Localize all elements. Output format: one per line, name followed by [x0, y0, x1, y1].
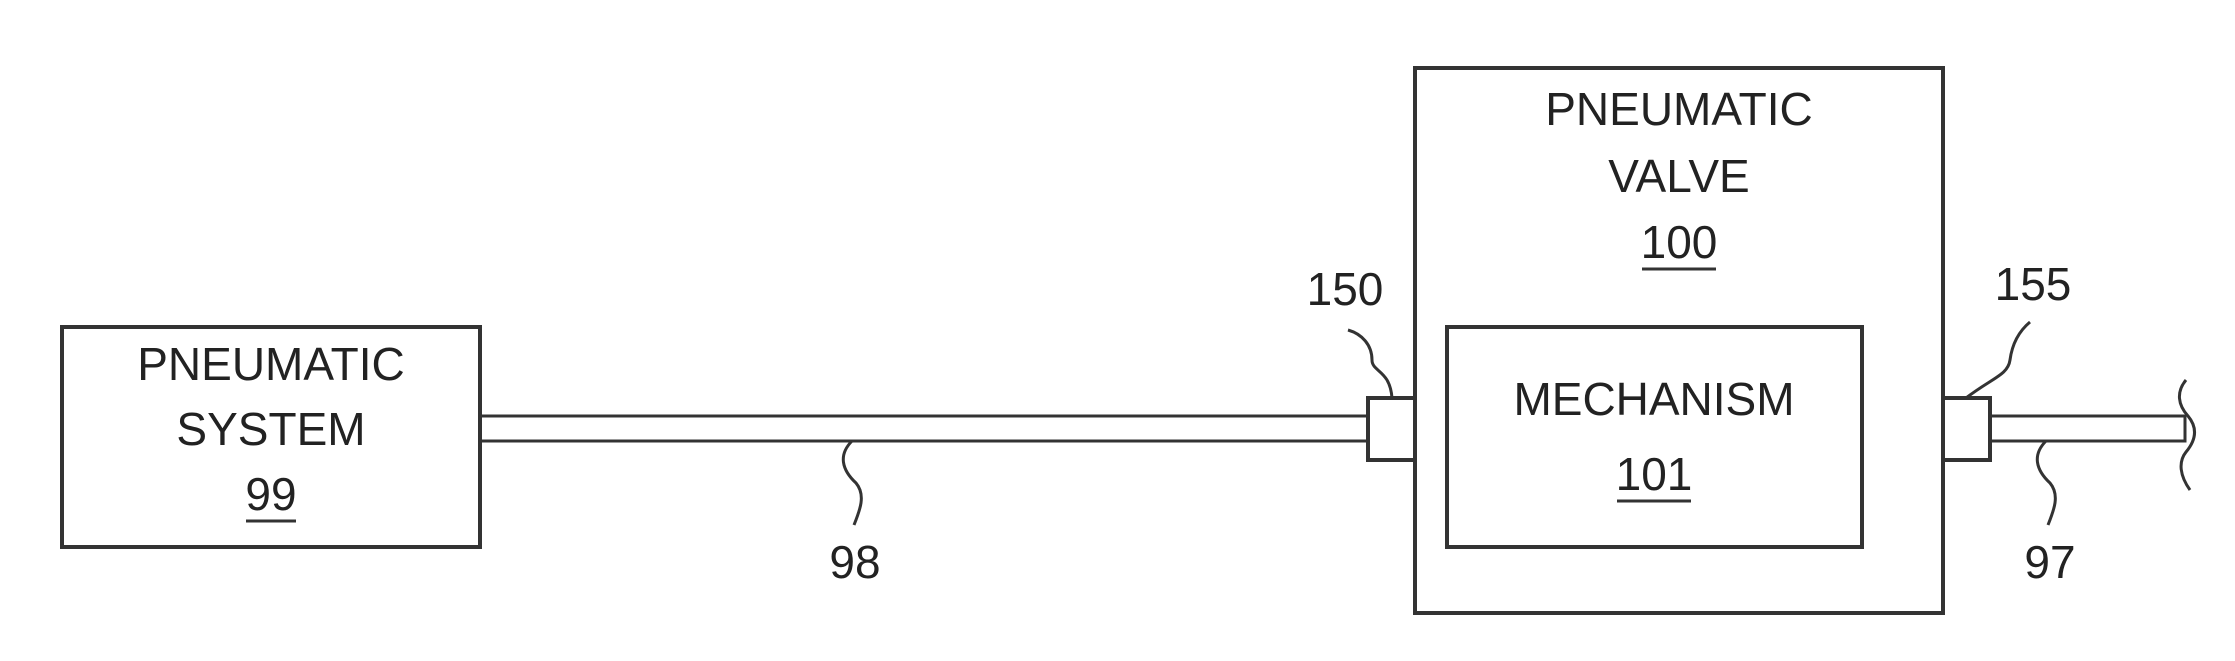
inlet-line-leader: [843, 441, 861, 525]
inlet-line-ref: 98: [829, 536, 880, 588]
outlet-pipe: [1990, 416, 2185, 441]
inlet-port: [1368, 398, 1415, 460]
pneumatic-valve-label-line2: VALVE: [1608, 150, 1749, 202]
mechanism-block: MECHANISM 101: [1447, 327, 1862, 547]
pipe-break-mark: [2179, 380, 2194, 490]
outlet-port-155: 155: [1943, 258, 2071, 460]
outlet-line-ref: 97: [2024, 536, 2075, 588]
inlet-line-98: 98: [480, 416, 1368, 588]
inlet-port-leader: [1348, 330, 1392, 398]
pneumatic-system-ref: 99: [245, 468, 296, 520]
mechanism-ref: 101: [1616, 448, 1693, 500]
outlet-line-97: 97: [1990, 380, 2195, 588]
mechanism-box: [1447, 327, 1862, 547]
inlet-pipe: [480, 416, 1368, 441]
outlet-port: [1943, 398, 1990, 460]
outlet-port-ref: 155: [1995, 258, 2072, 310]
pneumatic-valve-ref: 100: [1641, 216, 1718, 268]
pneumatic-valve-label-line1: PNEUMATIC: [1545, 83, 1813, 135]
pneumatic-system-label-line1: PNEUMATIC: [137, 338, 405, 390]
outlet-port-leader: [1966, 322, 2030, 398]
pneumatic-system-label-line2: SYSTEM: [176, 403, 365, 455]
pneumatic-system-block: PNEUMATIC SYSTEM 99: [62, 327, 480, 547]
pneumatic-valve-block: PNEUMATIC VALVE 100 MECHANISM 101: [1415, 68, 1943, 613]
inlet-port-ref: 150: [1307, 263, 1384, 315]
inlet-port-150: 150: [1307, 263, 1415, 460]
mechanism-label: MECHANISM: [1513, 373, 1794, 425]
outlet-line-leader: [2037, 441, 2055, 525]
